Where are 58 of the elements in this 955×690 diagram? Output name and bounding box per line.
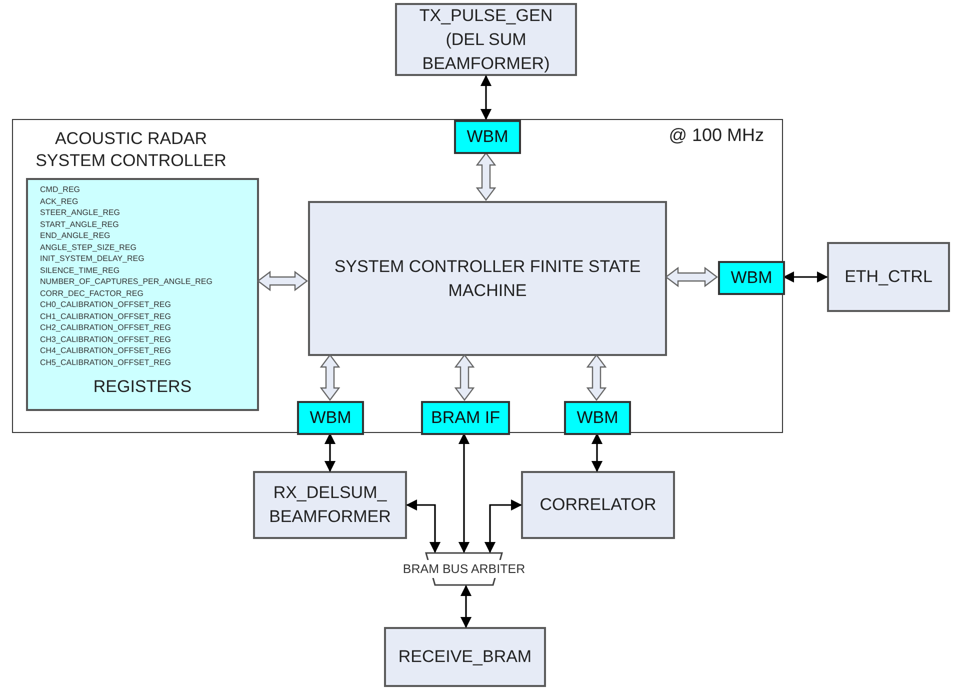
register-name: ANGLE_STEP_SIZE_REG: [40, 242, 138, 253]
block-arrow: [320, 354, 340, 401]
register-name: CH0_CALIBRATION_OFFSET_REG: [40, 299, 172, 310]
arrow: [458, 432, 470, 554]
clock-note: @ 100 MHz: [668, 124, 764, 147]
arrow: [406, 499, 441, 554]
module-label: RECEIVE_BRAM: [398, 646, 532, 668]
register-name: CH1_CALIBRATION_OFFSET_REG: [40, 310, 172, 322]
interface-label: WBM: [576, 407, 618, 430]
module-box: [384, 627, 546, 687]
block-arrow: [476, 152, 496, 201]
register-name: CH3_CALIBRATION_OFFSET_REG: [40, 334, 172, 345]
arrow: [324, 432, 336, 472]
register-name: CH4_CALIBRATION_OFFSET_REG: [40, 345, 172, 356]
arrow: [480, 74, 492, 120]
module-box: [395, 3, 577, 76]
panel-title: REGISTERS: [93, 376, 192, 398]
interface-block: [297, 401, 364, 435]
controller-frame: [12, 119, 783, 433]
register-name: START_ANGLE_REG: [40, 218, 120, 230]
block-arrow: [257, 270, 308, 292]
register-name: SILENCE_TIME_REG: [40, 264, 121, 276]
state-machine-box: [308, 201, 667, 356]
register-name: CMD_REG: [40, 184, 82, 196]
frame-title: ACOUSTIC RADAR SYSTEM CONTROLLER: [34, 128, 228, 172]
interface-block: [421, 401, 510, 435]
register-name: CH2_CALIBRATION_OFFSET_REG: [40, 322, 172, 334]
register-name: ACK_REG: [40, 196, 80, 207]
interface-label: WBM: [310, 407, 352, 430]
module-label: CORRELATOR: [540, 494, 656, 516]
interface-block: [718, 261, 785, 295]
module-box: [521, 471, 675, 539]
interface-label: BRAM IF: [431, 407, 500, 430]
interface-label: WBM: [730, 267, 772, 290]
module-box: [253, 471, 407, 539]
block-arrow: [586, 354, 607, 401]
register-name: END_ANGLE_REG: [40, 230, 112, 242]
arrow: [484, 499, 522, 554]
module-label: SYSTEM CONTROLLER FINITE STATE MACHINE: [333, 256, 642, 302]
module-label: RX_DELSUM_ BEAMFORMER: [268, 482, 392, 528]
arrow: [460, 584, 472, 628]
block-arrow: [665, 266, 718, 288]
module-label: TX_PULSE_GEN (DEL SUM BEAMFORMER): [418, 4, 554, 74]
interface-block: [454, 120, 521, 154]
arbiter-label: BRAM BUS ARBITER: [400, 560, 528, 578]
interface-label: WBM: [466, 126, 508, 148]
register-name: STEER_ANGLE_REG: [40, 207, 122, 218]
register-name: CH5_CALIBRATION_OFFSET_REG: [40, 356, 172, 368]
arrow: [782, 271, 828, 283]
register-name: NUMBER_OF_CAPTURES_PER_ANGLE_REG: [40, 276, 214, 288]
block-arrow: [454, 354, 475, 401]
register-name: CORR_DEC_FACTOR_REG: [40, 288, 144, 299]
register-panel: [26, 178, 259, 411]
module-label: ETH_CTRL: [844, 266, 932, 288]
interface-block: [564, 401, 631, 435]
register-name: INIT_SYSTEM_DELAY_REG: [40, 253, 146, 264]
arrow: [591, 432, 603, 472]
module-box: [827, 242, 950, 312]
